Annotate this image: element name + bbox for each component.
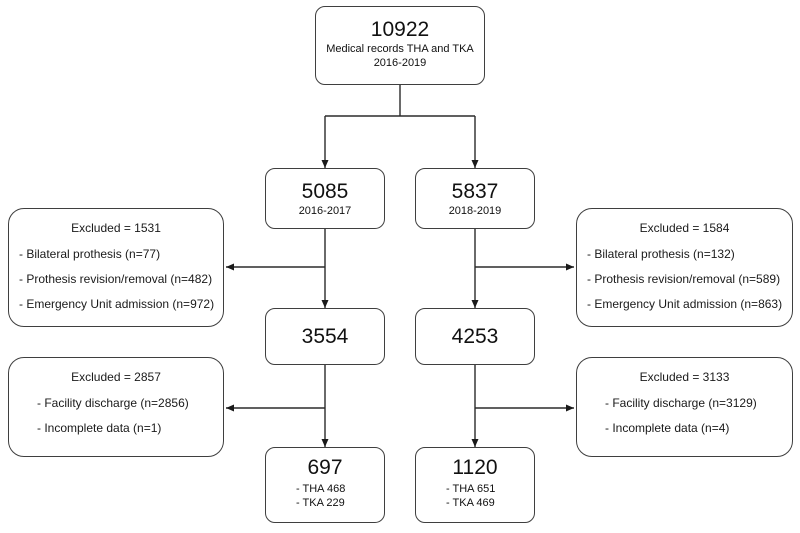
- final-left-count: 697: [307, 456, 343, 479]
- excluded-left-1-item: - Prothesis revision/removal (n=482): [19, 272, 213, 286]
- excluded-left-2-title: Excluded = 2857: [71, 370, 161, 384]
- excluded-right-2-title: Excluded = 3133: [639, 370, 730, 384]
- excluded-left-1-item: - Bilateral prothesis (n=77): [19, 247, 161, 261]
- cohort-left-count: 5085: [301, 179, 349, 203]
- total-records-count: 10922: [370, 18, 430, 41]
- total-records-period: 2016-2019: [373, 57, 427, 69]
- final-left-item: - TKA 229: [296, 497, 345, 509]
- node-final-right: 1120 - THA 651 - TKA 469: [415, 447, 535, 523]
- node-excluded-left-1: Excluded = 1531 - Bilateral prothesis (n…: [8, 208, 224, 327]
- node-total-records: 10922 Medical records THA and TKA 2016-2…: [315, 6, 485, 85]
- excluded-left-1-title: Excluded = 1531: [71, 221, 161, 235]
- node-final-left: 697 - THA 468 - TKA 229: [265, 447, 385, 523]
- mid-right-count: 4253: [451, 324, 499, 348]
- cohort-left-period: 2016-2017: [298, 204, 352, 217]
- excluded-left-2-item: - Facility discharge (n=2856): [37, 396, 189, 410]
- final-right-item: - THA 651: [446, 483, 496, 495]
- excluded-right-1-item: - Prothesis revision/removal (n=589): [587, 272, 781, 286]
- excluded-right-1-title: Excluded = 1584: [639, 221, 730, 235]
- final-left-item: - THA 468: [296, 483, 346, 495]
- node-mid-right: 4253: [415, 308, 535, 365]
- mid-left-count: 3554: [301, 324, 349, 348]
- node-excluded-right-1: Excluded = 1584 - Bilateral prothesis (n…: [576, 208, 793, 327]
- excluded-right-1-item: - Emergency Unit admission (n=863): [587, 297, 783, 311]
- node-cohort-2018-2019: 5837 2018-2019: [415, 168, 535, 229]
- node-excluded-left-2: Excluded = 2857 - Facility discharge (n=…: [8, 357, 224, 457]
- excluded-right-2-item: - Facility discharge (n=3129): [605, 396, 757, 410]
- cohort-right-period: 2018-2019: [448, 204, 502, 217]
- node-cohort-2016-2017: 5085 2016-2017: [265, 168, 385, 229]
- node-mid-left: 3554: [265, 308, 385, 365]
- excluded-right-1-item: - Bilateral prothesis (n=132): [587, 247, 735, 261]
- total-records-label: Medical records THA and TKA: [326, 43, 474, 55]
- final-right-item: - TKA 469: [446, 497, 495, 509]
- excluded-left-1-item: - Emergency Unit admission (n=972): [19, 297, 215, 311]
- excluded-left-2-item: - Incomplete data (n=1): [37, 421, 162, 435]
- node-excluded-right-2: Excluded = 3133 - Facility discharge (n=…: [576, 357, 793, 457]
- excluded-right-2-item: - Incomplete data (n=4): [605, 421, 730, 435]
- cohort-right-count: 5837: [451, 179, 499, 203]
- final-right-count: 1120: [452, 456, 498, 479]
